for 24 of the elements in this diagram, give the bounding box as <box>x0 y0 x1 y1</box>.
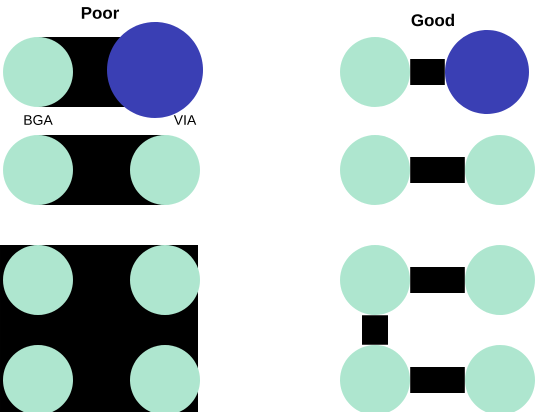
bga-pad <box>340 37 410 107</box>
bga-pad <box>3 135 73 205</box>
bga-pad <box>465 345 535 412</box>
label: Poor <box>82 7 120 19</box>
bga-pad <box>3 345 73 412</box>
bga-pad <box>340 135 410 205</box>
trace <box>410 267 465 293</box>
bga-pad <box>340 245 410 315</box>
trace <box>410 157 465 183</box>
trace <box>410 59 445 85</box>
bga-pad <box>3 37 73 107</box>
bga-pad <box>465 245 535 315</box>
label: Good <box>412 14 454 26</box>
bga-pad <box>130 245 200 315</box>
bga-pad <box>3 245 73 315</box>
trace <box>362 315 388 345</box>
bga-pad <box>340 345 410 412</box>
label: BGA <box>24 115 53 125</box>
bga-pad <box>465 135 535 205</box>
via-pad <box>445 30 529 114</box>
bga-pad <box>130 135 200 205</box>
bga-pad <box>130 345 200 412</box>
trace <box>410 367 465 393</box>
label: VIA <box>174 115 196 125</box>
